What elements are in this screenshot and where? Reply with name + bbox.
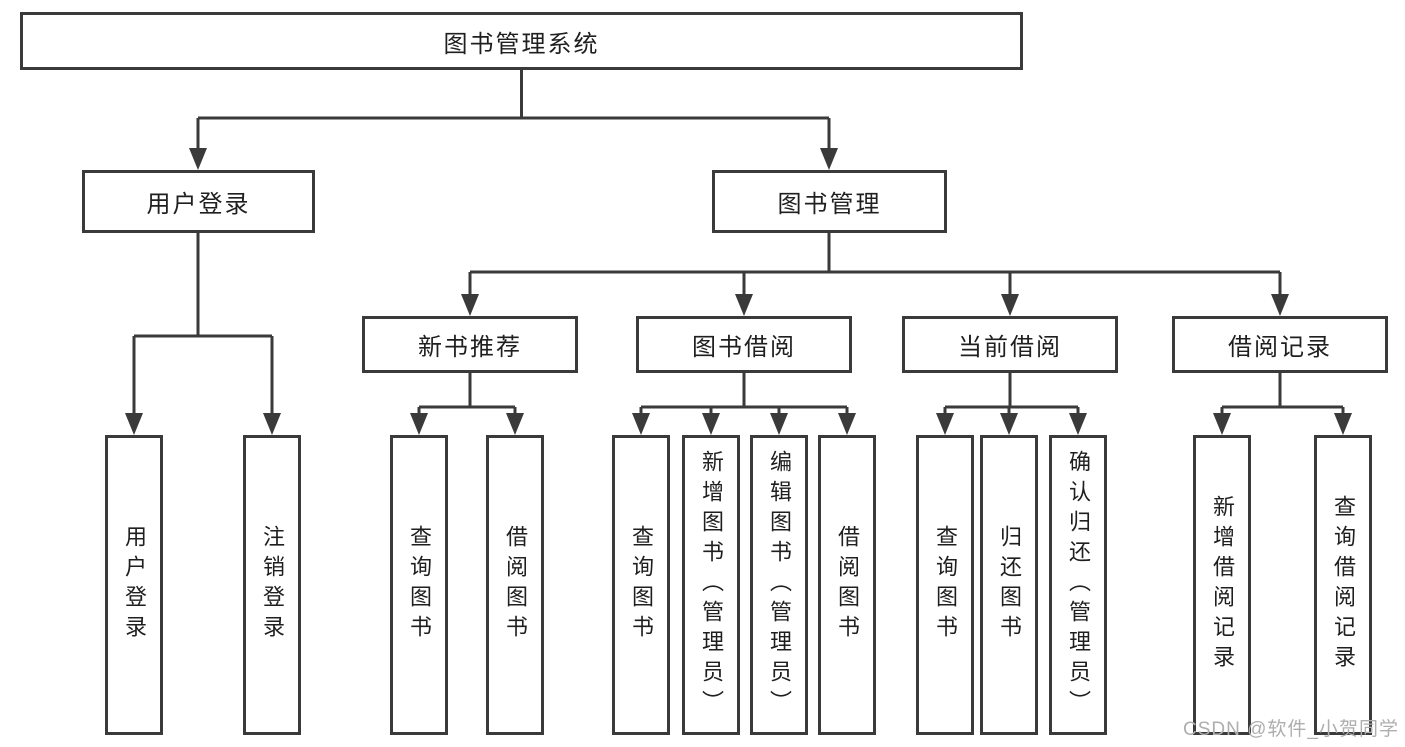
- csdn-watermark: CSDN @软件_小贺同学: [1183, 719, 1399, 740]
- node-label: 新书推荐: [418, 334, 522, 361]
- node-label: 借阅记录: [1228, 334, 1332, 361]
- arrowhead: [1271, 294, 1289, 316]
- node-borrow-records: 借阅记录: [1172, 316, 1388, 373]
- node-return-book: 归还图书: [980, 435, 1038, 735]
- edges-current-borrow-to-leaves: [936, 373, 1087, 435]
- node-add-borrow-record: 新增借阅记录: [1193, 435, 1251, 735]
- node-new-book-recommend: 新书推荐: [362, 316, 578, 373]
- arrowhead: [735, 294, 753, 316]
- node-query-book-under-recommend: 查询图书: [390, 435, 448, 735]
- node-label: 新增图书（管理员）: [699, 450, 724, 720]
- node-query-book-under-borrow: 查询图书: [612, 435, 670, 735]
- arrowhead: [936, 413, 954, 435]
- arrowhead: [263, 413, 281, 435]
- arrowhead: [125, 413, 143, 435]
- arrowhead: [1213, 413, 1231, 435]
- node-user-login: 用户登录: [82, 170, 315, 233]
- node-label: 借阅图书: [835, 525, 860, 645]
- arrowhead: [506, 413, 524, 435]
- node-label: 借阅图书: [503, 525, 528, 645]
- node-label: 注销登录: [260, 525, 285, 645]
- node-label: 当前借阅: [958, 334, 1062, 361]
- node-label: 查询借阅记录: [1331, 495, 1356, 675]
- arrowhead: [702, 413, 720, 435]
- node-label: 查询图书: [629, 525, 654, 645]
- node-book-management: 图书管理: [712, 170, 947, 233]
- node-label: 查询图书: [933, 525, 958, 645]
- edges-root-to-level2: [189, 70, 838, 170]
- node-edit-book-admin: 编辑图书（管理员）: [750, 435, 808, 735]
- node-label: 用户登录: [146, 191, 251, 218]
- node-book-borrow: 图书借阅: [636, 316, 852, 373]
- arrowhead: [770, 413, 788, 435]
- arrowhead: [820, 148, 838, 170]
- node-query-borrow-record: 查询借阅记录: [1314, 435, 1372, 735]
- node-label: 图书管理: [777, 191, 882, 218]
- arrowhead: [189, 148, 207, 170]
- edges-user-login-to-leaves: [125, 233, 281, 435]
- node-label: 图书借阅: [692, 334, 796, 361]
- arrowhead: [1069, 413, 1087, 435]
- node-add-book-admin: 新增图书（管理员）: [682, 435, 740, 735]
- arrowhead: [1334, 413, 1352, 435]
- node-label: 用户登录: [122, 525, 147, 645]
- node-borrow-book-under-borrow: 借阅图书: [818, 435, 876, 735]
- node-current-borrow: 当前借阅: [902, 316, 1118, 373]
- arrowhead: [1001, 294, 1019, 316]
- node-logout-leaf: 注销登录: [243, 435, 301, 735]
- arrowhead: [461, 294, 479, 316]
- node-label: 新增借阅记录: [1210, 495, 1235, 675]
- node-library-management-system: 图书管理系统: [20, 12, 1023, 70]
- arrowhead: [632, 413, 650, 435]
- node-label: 编辑图书（管理员）: [767, 450, 792, 720]
- node-label: 归还图书: [997, 525, 1022, 645]
- edges-borrow-records-to-leaves: [1213, 373, 1352, 435]
- node-label: 确认归还（管理员）: [1066, 450, 1091, 720]
- node-label: 图书管理系统: [443, 30, 600, 58]
- arrowhead: [1000, 413, 1018, 435]
- node-user-login-leaf: 用户登录: [105, 435, 163, 735]
- node-borrow-book-under-recommend: 借阅图书: [486, 435, 544, 735]
- edges-book-management-to-level3: [461, 233, 1289, 316]
- node-confirm-return-admin: 确认归还（管理员）: [1049, 435, 1107, 735]
- node-label: 查询图书: [407, 525, 432, 645]
- edges-book-borrow-to-leaves: [632, 373, 856, 435]
- arrowhead: [410, 413, 428, 435]
- arrowhead: [838, 413, 856, 435]
- edges-new-book-recommend-to-leaves: [410, 373, 524, 435]
- node-query-book-under-current: 查询图书: [916, 435, 974, 735]
